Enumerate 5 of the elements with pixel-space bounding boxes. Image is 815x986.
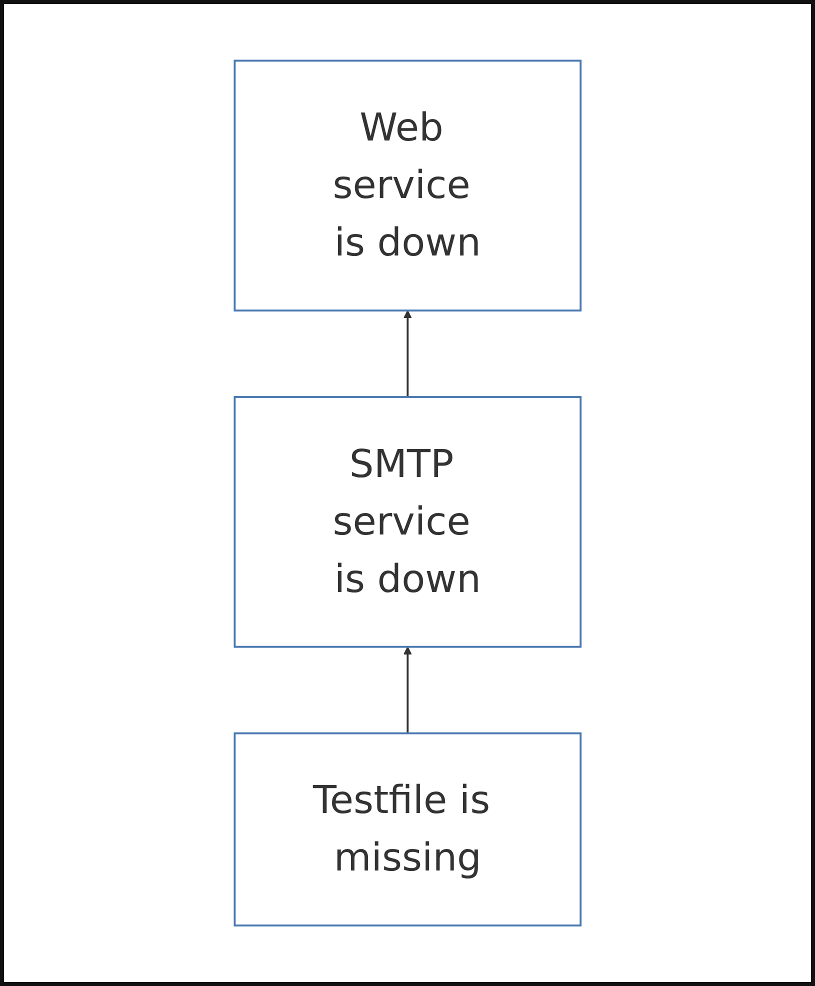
node-box: Web service is down (234, 60, 582, 312)
node-box: Testfile is missing (234, 732, 582, 926)
arrow (403, 646, 412, 734)
node-box: SMTP service is down (234, 396, 582, 648)
arrow (403, 310, 412, 397)
